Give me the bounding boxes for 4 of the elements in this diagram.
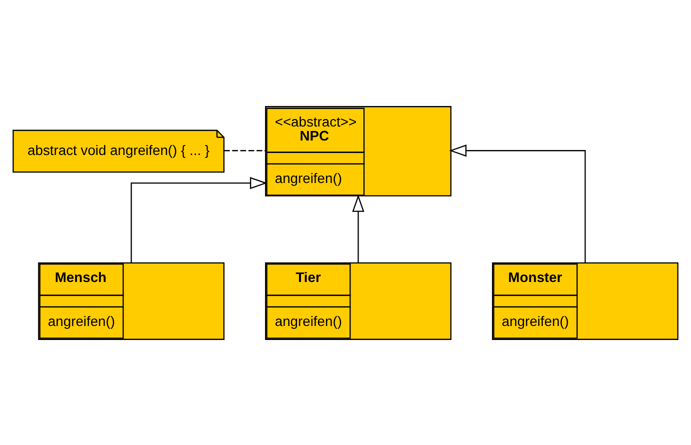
connector <box>224 150 266 151</box>
arrow <box>352 194 364 262</box>
arrow <box>130 176 268 262</box>
arrow <box>449 144 586 262</box>
